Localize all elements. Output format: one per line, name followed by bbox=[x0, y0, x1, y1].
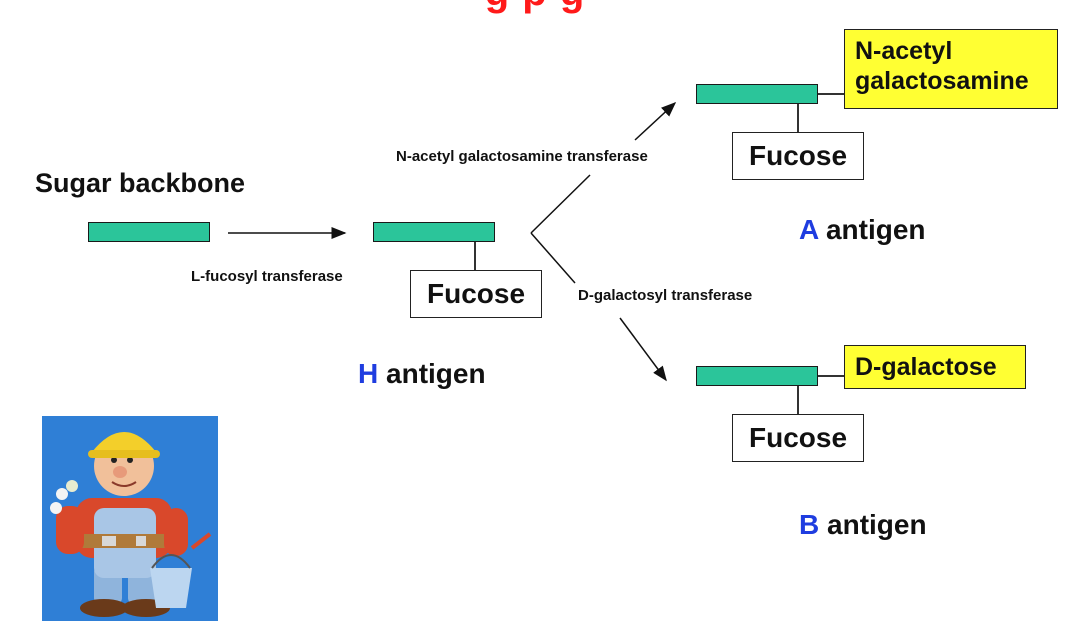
h-antigen-word: antigen bbox=[386, 358, 486, 389]
fucosyl-transferase-label: L-fucosyl transferase bbox=[191, 268, 343, 285]
b-sugar-box: D-galactose bbox=[844, 345, 1026, 389]
b-antigen-word: antigen bbox=[827, 509, 927, 540]
a-letter: A bbox=[799, 214, 819, 245]
b-antigen-bar bbox=[696, 366, 818, 386]
h-connector bbox=[474, 242, 476, 270]
b-fucose-connector bbox=[797, 386, 799, 414]
arrow-to-b bbox=[619, 317, 667, 382]
builder-illustration bbox=[42, 416, 218, 621]
arrow-to-a bbox=[634, 101, 677, 141]
a-antigen-label: A antigen bbox=[799, 214, 926, 246]
nag-transferase-label: N-acetyl galactosamine transferase bbox=[396, 148, 648, 165]
b-sugar-connector bbox=[818, 375, 844, 377]
b-antigen-label: B antigen bbox=[799, 509, 927, 541]
h-antigen-label: H antigen bbox=[358, 358, 486, 390]
backbone-bar bbox=[88, 222, 210, 242]
a-fucose-box: Fucose bbox=[732, 132, 864, 180]
a-fucose-connector bbox=[797, 104, 799, 132]
h-antigen-bar bbox=[373, 222, 495, 242]
slide-title-fragment: g p g bbox=[0, 0, 1070, 15]
sugar-backbone-label: Sugar backbone bbox=[35, 168, 246, 198]
branch-up bbox=[530, 174, 591, 234]
a-antigen-bar bbox=[696, 84, 818, 104]
h-fucose-box: Fucose bbox=[410, 270, 542, 318]
branch-down bbox=[530, 232, 576, 284]
b-fucose-box: Fucose bbox=[732, 414, 864, 462]
a-sugar-connector bbox=[818, 93, 844, 95]
a-sugar-box: N-acetyl galactosamine bbox=[844, 29, 1058, 109]
h-letter: H bbox=[358, 358, 379, 389]
a-antigen-word: antigen bbox=[825, 214, 926, 245]
gal-transferase-label: D-galactosyl transferase bbox=[578, 287, 753, 304]
b-letter: B bbox=[799, 509, 820, 540]
